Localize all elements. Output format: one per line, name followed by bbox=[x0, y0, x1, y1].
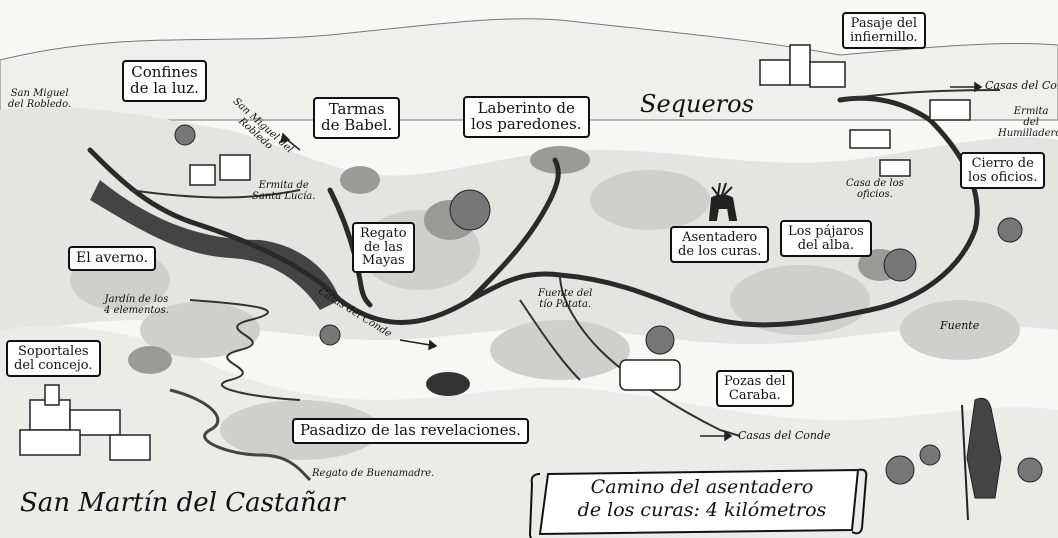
label-regato-de-buenamadre: Regato de Buenamadre. bbox=[312, 468, 435, 479]
label-sequeros: Sequeros bbox=[640, 90, 754, 118]
label-casas-del-conde-s: Casas del Conde bbox=[738, 429, 831, 442]
label-el-averno: El averno. bbox=[68, 246, 157, 271]
title-scroll bbox=[528, 468, 868, 538]
label-san-martin-del-castanar: San Martín del Castañar bbox=[20, 488, 345, 518]
label-pasadizo-de-las-revelaciones: Pasadizo de las revelaciones. bbox=[292, 418, 529, 444]
label-casas-del-conde-ne: Casas del Conde bbox=[985, 79, 1058, 92]
label-fuente: Fuente bbox=[940, 319, 980, 332]
